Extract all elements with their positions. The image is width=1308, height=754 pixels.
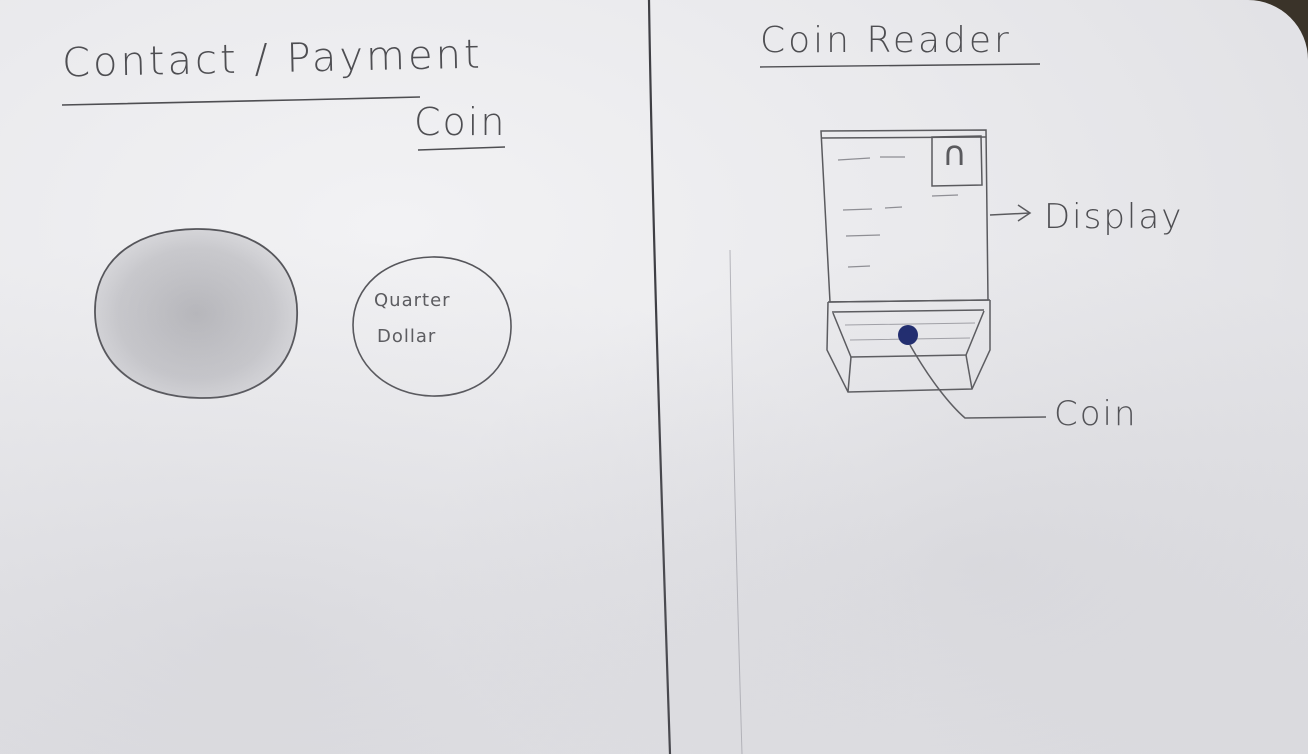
left-panel-title-second-line: Coin xyxy=(414,100,507,144)
labelled-coin xyxy=(352,256,512,397)
center-divider xyxy=(647,0,672,754)
display-icon: ∩ xyxy=(942,134,967,174)
coin-text-quarter: Quarter xyxy=(374,290,451,311)
coin-label: Coin xyxy=(1054,394,1138,434)
coin-dot xyxy=(898,325,918,345)
title-left-underline xyxy=(61,96,421,106)
right-panel-title: Coin Reader xyxy=(760,20,1012,61)
faint-guide-line xyxy=(729,249,743,754)
title-left-2-underline xyxy=(417,146,506,151)
title-right-underline xyxy=(759,63,1041,68)
shaded-coin xyxy=(94,228,298,399)
display-arrow xyxy=(989,204,1032,222)
display-window xyxy=(931,135,983,187)
coin-reader-device xyxy=(820,129,991,393)
coin-text-dollar: Dollar xyxy=(377,326,437,347)
display-label: Display xyxy=(1044,197,1184,237)
coin-leader-line xyxy=(909,344,1047,419)
left-panel-title: Contact / Payment xyxy=(61,31,484,87)
